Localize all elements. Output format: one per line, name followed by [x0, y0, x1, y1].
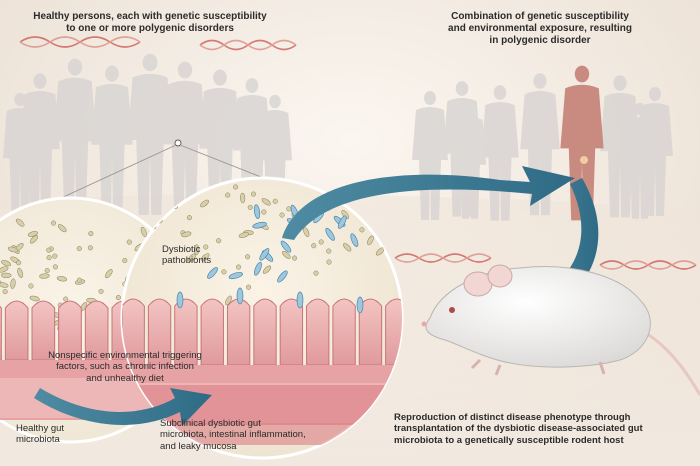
dna-strands	[19, 36, 697, 270]
arrow-to-patient	[282, 166, 575, 240]
combination-label: Combination of genetic susceptibility an…	[448, 11, 632, 46]
healthy-persons-label: Healthy persons, each with genetic susce…	[33, 11, 267, 34]
mouse-illustration	[421, 264, 700, 396]
dysbiotic-pathobionts-label: Dysbiotic pathobionts	[162, 244, 212, 267]
healthy-crowd	[2, 53, 293, 218]
healthy-gut-label: Healthy gut microbiota	[16, 423, 65, 446]
arrow-trigger	[34, 388, 212, 426]
subclinical-label: Subclinical dysbiotic gut microbiota, in…	[160, 418, 306, 452]
environmental-triggers-label: Nonspecific environmental triggering fac…	[48, 350, 202, 384]
diseased-person	[560, 65, 604, 221]
reproduction-label: Reproduction of distinct disease phenoty…	[394, 412, 643, 446]
